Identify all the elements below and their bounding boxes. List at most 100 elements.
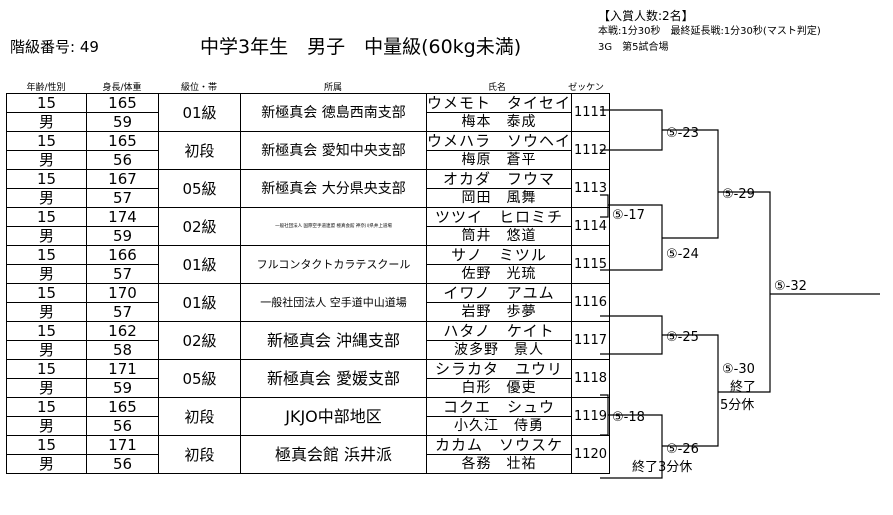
- entry-height: 165: [86, 131, 159, 151]
- entry-rank: 初段: [158, 435, 241, 474]
- entry-name-kana: シラカタ ユウリ: [425, 359, 573, 379]
- entry-height: 167: [86, 169, 159, 189]
- entry-name-kana: ハタノ ケイト: [425, 321, 573, 341]
- entry-zekken: 1118: [571, 359, 611, 398]
- match-5-32: ⑤-32: [774, 279, 807, 294]
- break-26: 終了3分休: [632, 459, 692, 475]
- entry-name-kanji: 波多野 景人: [425, 340, 573, 360]
- entry-sex: 男: [6, 150, 87, 170]
- entry-weight: 57: [86, 302, 159, 322]
- entry-name-kana: サノ ミツル: [425, 245, 573, 265]
- award-info: 【入賞人数:2名】 本戦:1分30秒 最終延長戦:1分30秒(マスト判定) 3G…: [598, 8, 821, 56]
- entry-zekken: 1120: [571, 435, 611, 474]
- entry-affiliation: 極真会館 浜井派: [240, 435, 427, 474]
- bracket-lines: [600, 109, 880, 479]
- break-30-b: 5分休: [720, 398, 754, 413]
- entry-rank: 01級: [158, 283, 241, 322]
- entry-height: 165: [86, 93, 159, 113]
- entry-zekken: 1119: [571, 397, 611, 436]
- match-5-26: ⑤-26: [666, 442, 699, 457]
- line-m29-m30: [718, 191, 771, 393]
- entry-zekken: 1115: [571, 245, 611, 284]
- entry-affiliation: 新極真会 徳島西南支部: [240, 93, 427, 132]
- class-number-value: 49: [79, 38, 99, 56]
- entry-sex: 男: [6, 378, 87, 398]
- entry-age: 15: [6, 169, 87, 189]
- entry-height: 170: [86, 283, 159, 303]
- line-m23-m24: [662, 129, 719, 239]
- col-affiliation: 所属: [323, 83, 342, 93]
- match-5-25: ⑤-25: [666, 330, 699, 345]
- entry-name-kana: ウメモト タイセイ: [425, 93, 573, 113]
- class-number-label: 階級番号:: [10, 38, 76, 56]
- class-number: 階級番号: 49: [10, 36, 99, 57]
- entry-affiliation: 新極真会 愛知中央支部: [240, 131, 427, 170]
- break-30-a: 終了: [730, 379, 756, 395]
- entry-sex: 男: [6, 112, 87, 132]
- entry-name-kanji: 岡田 風舞: [425, 188, 573, 208]
- entry-weight: 59: [86, 378, 159, 398]
- entry-rank: 05級: [158, 169, 241, 208]
- entry-age: 15: [6, 207, 87, 227]
- entry-name-kanji: 各務 壮祐: [425, 454, 573, 474]
- match-5-30: ⑤-30: [722, 362, 755, 377]
- match-5-24: ⑤-24: [666, 247, 699, 262]
- entry-age: 15: [6, 93, 87, 113]
- entry-rank: 01級: [158, 93, 241, 132]
- entry-name-kana: ツツイ ヒロミチ: [425, 207, 573, 227]
- bracket-labels: ⑤-23 ⑤-17 ⑤-24 ⑤-29 ⑤-32 ⑤-25 ⑤-30 終了 5分…: [612, 126, 807, 475]
- entry-zekken: 1112: [571, 131, 611, 170]
- entry-name-kana: イワノ アユム: [425, 283, 573, 303]
- entry-weight: 56: [86, 150, 159, 170]
- column-headers: 年齢/性別 身長/体重 級位・帯 所属 氏名 ゼッケン: [6, 80, 603, 93]
- entry-weight: 56: [86, 454, 159, 474]
- entry-name-kana: オカダ フウマ: [425, 169, 573, 189]
- venue: 3G 第5試合場: [598, 42, 669, 53]
- entry-weight: 59: [86, 226, 159, 246]
- entry-height: 162: [86, 321, 159, 341]
- match-5-18: ⑤-18: [612, 410, 645, 425]
- col-zekken: ゼッケン: [568, 83, 604, 93]
- entry-name-kanji: 佐野 光琉: [425, 264, 573, 284]
- entry-age: 15: [6, 131, 87, 151]
- line-1118-1119: [600, 394, 609, 436]
- entry-height: 171: [86, 435, 159, 455]
- entry-rank: 02級: [158, 207, 241, 246]
- entry-name-kana: カカム ソウスケ: [425, 435, 573, 455]
- entry-weight: 58: [86, 340, 159, 360]
- col-rank: 級位・帯: [180, 83, 217, 93]
- line-1111-1112: [600, 109, 663, 151]
- entry-age: 15: [6, 283, 87, 303]
- col-height-weight: 身長/体重: [102, 83, 142, 93]
- match-5-29: ⑤-29: [722, 187, 755, 202]
- entry-height: 166: [86, 245, 159, 265]
- entry-sex: 男: [6, 454, 87, 474]
- match-5-23: ⑤-23: [666, 126, 699, 141]
- entry-affiliation: 新極真会 大分県央支部: [240, 169, 427, 208]
- entry-name-kanji: 梅本 泰成: [425, 112, 573, 132]
- entry-affiliation: 一般社団法人 空手道中山道場: [240, 283, 427, 322]
- col-name: 氏名: [487, 83, 506, 93]
- award-count: 【入賞人数:2名】: [598, 9, 694, 23]
- line-1113-1114: [600, 194, 609, 218]
- entry-zekken: 1111: [571, 93, 611, 132]
- entry-height: 174: [86, 207, 159, 227]
- entry-age: 15: [6, 397, 87, 417]
- line-m25-m26: [662, 334, 719, 447]
- page-title: 中学3年生 男子 中量級(60kg未満): [200, 36, 522, 58]
- match-5-17: ⑤-17: [612, 208, 645, 223]
- entry-name-kanji: 岩野 歩夢: [425, 302, 573, 322]
- entry-age: 15: [6, 435, 87, 455]
